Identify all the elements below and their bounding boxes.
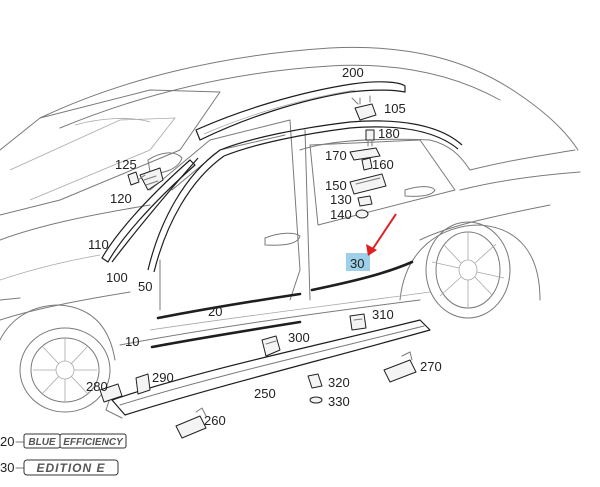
washer-part-330 — [309, 396, 323, 404]
callout-110[interactable]: 110 — [88, 237, 109, 252]
clip-part-320 — [307, 373, 323, 389]
callout-170[interactable]: 170 — [325, 148, 347, 163]
callout-20[interactable]: 20 — [208, 304, 222, 319]
bracket-part-310 — [349, 313, 367, 331]
badge-number-20[interactable]: 20 — [0, 434, 14, 449]
door-moulding-part-30 — [310, 260, 414, 292]
edition-e-emblem-icon: 30 EDITION E — [0, 459, 119, 476]
callout-250[interactable]: 250 — [254, 386, 276, 401]
callout-180[interactable]: 180 — [378, 126, 400, 141]
a-pillar-trim-part-100 — [101, 157, 199, 263]
clip-part-140 — [355, 209, 369, 219]
badge-number-30[interactable]: 30 — [0, 460, 14, 475]
callout-260[interactable]: 260 — [204, 413, 226, 428]
callout-300[interactable]: 300 — [288, 330, 310, 345]
callout-labels: 200 105 180 170 160 150 130 140 125 120 … — [86, 65, 442, 428]
bracket-part-300 — [261, 335, 281, 357]
callout-290[interactable]: 290 — [152, 370, 174, 385]
door-moulding-part-10 — [150, 320, 302, 349]
callout-330[interactable]: 330 — [328, 394, 350, 409]
badge-word-edition-e: EDITION E — [36, 461, 105, 475]
badge-word-efficiency: EFFICIENCY — [63, 437, 124, 448]
clip-part-120 — [139, 167, 164, 191]
roof-rail-part-200 — [195, 81, 406, 141]
callout-100[interactable]: 100 — [106, 270, 128, 285]
callout-120[interactable]: 120 — [110, 191, 132, 206]
callout-125[interactable]: 125 — [115, 157, 137, 172]
end-cap-part-260 — [175, 407, 207, 439]
leader-lines — [137, 97, 359, 181]
callout-50[interactable]: 50 — [138, 279, 152, 294]
highlight-30 — [346, 253, 370, 271]
callout-310[interactable]: 310 — [372, 307, 394, 322]
badge-word-blue: BLUE — [28, 437, 56, 448]
callout-140[interactable]: 140 — [330, 207, 352, 222]
callout-30[interactable]: 30 — [350, 256, 364, 271]
callout-200[interactable]: 200 — [342, 65, 364, 80]
bracket-part-290 — [135, 373, 151, 395]
callout-130[interactable]: 130 — [330, 192, 352, 207]
window-frame-moulding-part-50 — [147, 120, 463, 273]
moulding-holder-part-150 — [349, 173, 387, 195]
clip-part-180 — [365, 129, 375, 147]
callout-105[interactable]: 105 — [384, 101, 406, 116]
clip-part-170 — [349, 147, 381, 161]
callout-270[interactable]: 270 — [420, 359, 442, 374]
callout-320[interactable]: 320 — [328, 375, 350, 390]
side-sill-panel-part-250 — [105, 319, 431, 419]
clip-part-130 — [357, 195, 373, 207]
bracket-part-280 — [99, 383, 123, 403]
callout-10[interactable]: 10 — [125, 334, 139, 349]
clip-part-125 — [127, 171, 140, 186]
car-body-outline — [0, 46, 581, 413]
callout-280[interactable]: 280 — [86, 379, 108, 394]
blue-efficiency-emblem-icon: 20 BLUE EFFICIENCY — [0, 433, 127, 449]
door-moulding-part-20 — [156, 292, 302, 320]
callout-150[interactable]: 150 — [325, 178, 347, 193]
callout-160[interactable]: 160 — [372, 157, 394, 172]
end-cap-part-270 — [383, 351, 417, 383]
red-arrow-icon — [366, 213, 397, 256]
bracket-part-105 — [354, 95, 377, 121]
clip-part-160 — [361, 157, 373, 171]
